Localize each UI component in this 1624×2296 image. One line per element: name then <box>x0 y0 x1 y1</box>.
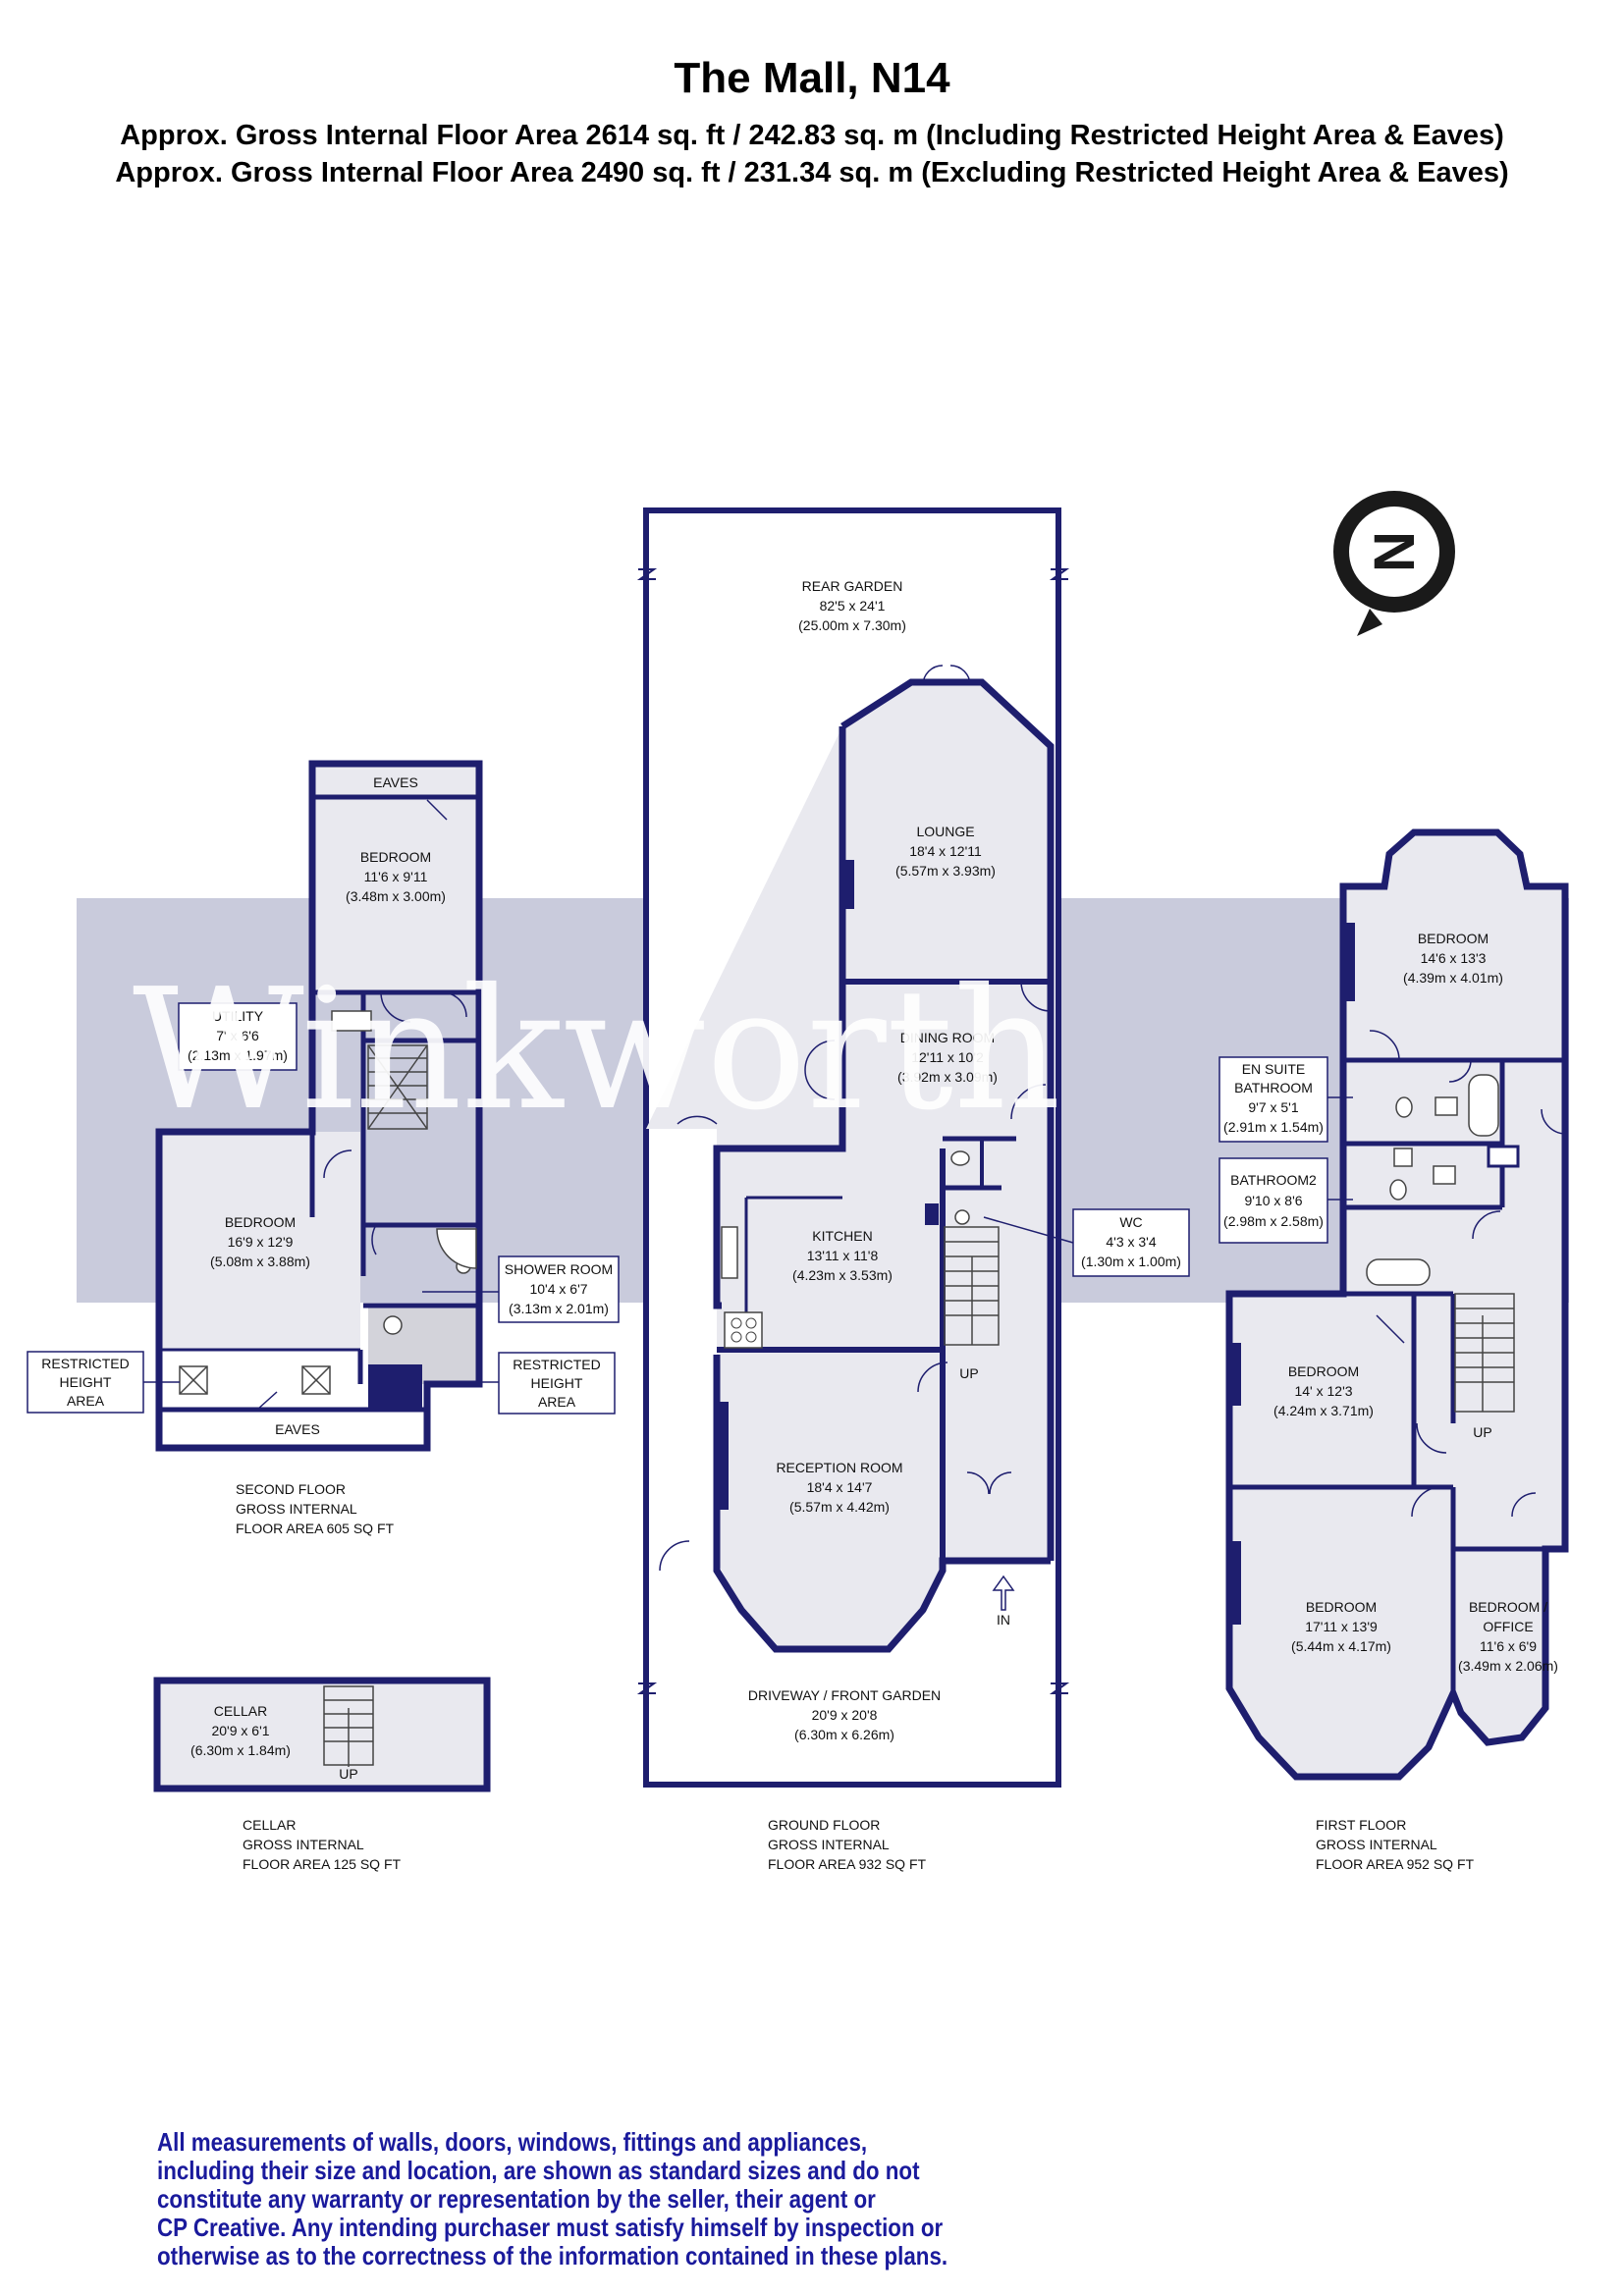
ground-up-label: UP <box>959 1365 978 1381</box>
bedroom-large-imperial: 16'9 x 12'9 <box>228 1234 294 1250</box>
ensuite-name2: BATHROOM <box>1234 1080 1313 1095</box>
page-title: The Mall, N14 <box>674 54 950 102</box>
entrance-in-label: IN <box>997 1612 1010 1628</box>
ground-caption-l2: GROSS INTERNAL <box>768 1837 890 1852</box>
second-floor-caption-l2: GROSS INTERNAL <box>236 1501 357 1517</box>
first-caption-l2: GROSS INTERNAL <box>1316 1837 1437 1852</box>
disclaimer-line: otherwise as to the correctness of the i… <box>157 2241 948 2270</box>
wc-name: WC <box>1119 1214 1142 1230</box>
kitchen-name: KITCHEN <box>812 1228 872 1244</box>
bedroom-small-name: BEDROOM <box>360 849 431 865</box>
disclaimer: All measurements of walls, doors, window… <box>157 2127 948 2270</box>
lounge-metric: (5.57m x 3.93m) <box>895 863 996 879</box>
disclaimer-line: constitute any warranty or representatio… <box>157 2184 876 2214</box>
rear-garden-imperial: 82'5 x 24'1 <box>820 598 886 614</box>
cellar-up-label: UP <box>339 1766 357 1782</box>
area-excluding-line: Approx. Gross Internal Floor Area 2490 s… <box>115 157 1509 188</box>
second-floor-caption-l1: SECOND FLOOR <box>236 1481 346 1497</box>
restricted-right-l3: AREA <box>538 1394 576 1410</box>
dining-room-metric: (3.92m x 3.09m) <box>897 1069 998 1085</box>
first-floor-plan: BEDROOM 14'6 x 13'3 (4.39m x 4.01m) EN S… <box>1218 828 1569 1872</box>
disclaimer-line: including their size and location, are s… <box>157 2156 920 2185</box>
shower-room-name: SHOWER ROOM <box>505 1261 613 1277</box>
first-caption-l1: FIRST FLOOR <box>1316 1817 1406 1833</box>
bedroom-rear-metric: (4.39m x 4.01m) <box>1403 970 1503 986</box>
shower-room-imperial: 10'4 x 6'7 <box>529 1281 587 1297</box>
kitchen-metric: (4.23m x 3.53m) <box>792 1267 893 1283</box>
office-imperial: 11'6 x 6'9 <box>1480 1638 1537 1654</box>
bedroom-small-metric: (3.48m x 3.00m) <box>346 888 446 904</box>
bathroom2-metric: (2.98m x 2.58m) <box>1223 1213 1324 1229</box>
eaves-top-label: EAVES <box>373 774 418 790</box>
kitchen-imperial: 13'11 x 11'8 <box>807 1248 879 1263</box>
bedroom-rear-name: BEDROOM <box>1418 931 1489 946</box>
bedroom-rear-imperial: 14'6 x 13'3 <box>1421 950 1487 966</box>
office-name: BEDROOM / <box>1469 1599 1547 1615</box>
wc-imperial: 4'3 x 3'4 <box>1106 1234 1156 1250</box>
cellar-plan: CELLAR 20'9 x 6'1 (6.30m x 1.84m) UP CEL… <box>153 1677 491 1872</box>
front-garden-imperial: 20'9 x 20'8 <box>812 1707 878 1723</box>
bedroom-front-metric: (5.44m x 4.17m) <box>1291 1638 1391 1654</box>
dining-room-name: DINING ROOM <box>900 1030 995 1045</box>
dining-room-imperial: 12'11 x 10'2 <box>911 1049 984 1065</box>
office-name2: OFFICE <box>1483 1619 1533 1634</box>
restricted-left-l3: AREA <box>67 1393 105 1409</box>
utility-name: UTILITY <box>212 1008 264 1024</box>
area-including-line: Approx. Gross Internal Floor Area 2614 s… <box>120 120 1504 151</box>
second-floor-plan: EAVES BEDROOM 11'6 x 9'11 (3.48m x 3.00m… <box>27 760 620 1536</box>
utility-metric: (2.13m x 1.97m) <box>188 1047 288 1063</box>
bedroom-mid-imperial: 14' x 12'3 <box>1294 1383 1352 1399</box>
wc-metric: (1.30m x 1.00m) <box>1081 1254 1181 1269</box>
compass-letter: N <box>1363 531 1427 572</box>
ground-floor-plan: REAR GARDEN 82'5 x 24'1 (25.00m x 7.30m)… <box>636 507 1190 1872</box>
restricted-right-l2: HEIGHT <box>531 1375 583 1391</box>
bedroom-front-name: BEDROOM <box>1306 1599 1377 1615</box>
cellar-name: CELLAR <box>214 1703 267 1719</box>
bedroom-mid-metric: (4.24m x 3.71m) <box>1273 1403 1374 1418</box>
disclaimer-line: CP Creative. Any intending purchaser mus… <box>157 2213 944 2242</box>
lounge-name: LOUNGE <box>916 824 974 839</box>
bathroom2-imperial: 9'10 x 8'6 <box>1244 1193 1302 1208</box>
watermark-text: Winkworth <box>133 953 1061 1148</box>
reception-room-imperial: 18'4 x 14'7 <box>807 1479 873 1495</box>
first-up-label: UP <box>1473 1424 1491 1440</box>
ensuite-name: EN SUITE <box>1242 1061 1306 1077</box>
disclaimer-line: All measurements of walls, doors, window… <box>157 2127 868 2157</box>
cellar-metric: (6.30m x 1.84m) <box>190 1742 291 1758</box>
cellar-caption-l1: CELLAR <box>243 1817 296 1833</box>
bedroom-large-metric: (5.08m x 3.88m) <box>210 1254 310 1269</box>
ensuite-imperial: 9'7 x 5'1 <box>1248 1099 1298 1115</box>
cellar-imperial: 20'9 x 6'1 <box>211 1723 269 1738</box>
restricted-left-l1: RESTRICTED <box>41 1356 129 1371</box>
restricted-left-l2: HEIGHT <box>60 1374 112 1390</box>
utility-imperial: 7' x 6'6 <box>216 1028 259 1043</box>
eaves-bottom-label: EAVES <box>275 1421 320 1437</box>
bathroom2-name: BATHROOM2 <box>1230 1172 1317 1188</box>
ground-caption-l1: GROUND FLOOR <box>768 1817 880 1833</box>
bedroom-large-name: BEDROOM <box>225 1214 296 1230</box>
shower-room-metric: (3.13m x 2.01m) <box>509 1301 609 1316</box>
cellar-caption-l3: FLOOR AREA 125 SQ FT <box>243 1856 402 1872</box>
cellar-caption-l2: GROSS INTERNAL <box>243 1837 364 1852</box>
restricted-right-l1: RESTRICTED <box>513 1357 600 1372</box>
reception-room-metric: (5.57m x 4.42m) <box>789 1499 890 1515</box>
reception-room-name: RECEPTION ROOM <box>776 1460 902 1475</box>
rear-garden-name: REAR GARDEN <box>802 578 903 594</box>
ensuite-metric: (2.91m x 1.54m) <box>1223 1119 1324 1135</box>
office-metric: (3.49m x 2.06m) <box>1458 1658 1558 1674</box>
rear-garden-metric: (25.00m x 7.30m) <box>798 617 906 633</box>
ground-caption-l3: FLOOR AREA 932 SQ FT <box>768 1856 927 1872</box>
compass-icon: N <box>1333 491 1455 636</box>
bedroom-front-imperial: 17'11 x 13'9 <box>1305 1619 1378 1634</box>
front-garden-metric: (6.30m x 6.26m) <box>794 1727 894 1742</box>
second-floor-caption-l3: FLOOR AREA 605 SQ FT <box>236 1521 395 1536</box>
first-caption-l3: FLOOR AREA 952 SQ FT <box>1316 1856 1475 1872</box>
bedroom-small-imperial: 11'6 x 9'11 <box>364 869 428 884</box>
front-garden-name: DRIVEWAY / FRONT GARDEN <box>748 1687 941 1703</box>
bedroom-mid-name: BEDROOM <box>1288 1363 1359 1379</box>
lounge-imperial: 18'4 x 12'11 <box>909 843 982 859</box>
